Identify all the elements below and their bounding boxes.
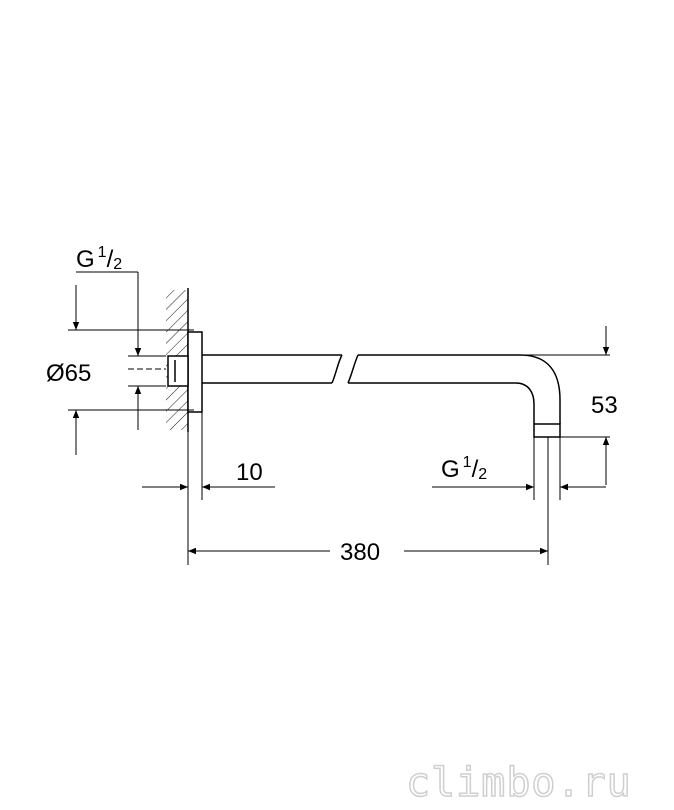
diameter-label: Ø65 (46, 360, 91, 387)
drop-label: 53 (591, 392, 618, 419)
wall-offset-label: 10 (236, 459, 263, 486)
extension-lines (68, 271, 610, 565)
length-label: 380 (340, 539, 380, 566)
wall-flange (167, 331, 203, 413)
dimension-arrows (72, 272, 610, 555)
watermark: climbo.ru (406, 760, 632, 806)
shower-arm (202, 354, 561, 438)
